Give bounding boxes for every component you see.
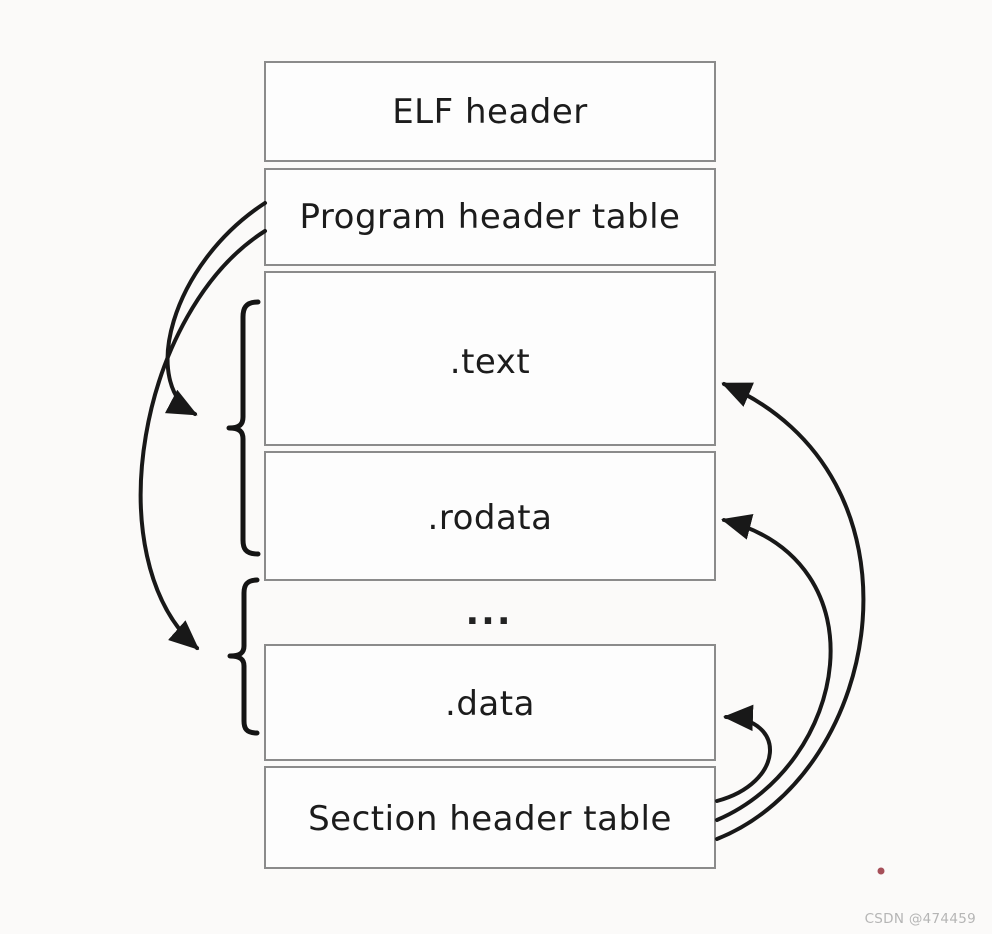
box-text-section-label: .text — [450, 342, 530, 382]
box-elf-header: ELF header — [264, 61, 716, 162]
red-dot — [877, 867, 885, 875]
box-data-section-rect — [264, 644, 716, 761]
brace-text-rodata-group — [226, 299, 261, 557]
box-rodata-section: .rodata — [264, 451, 716, 581]
arrow-section-header-to-text — [715, 382, 866, 841]
arrow-program-header-to-data — [138, 229, 267, 650]
box-program-header-table-rect — [264, 168, 716, 266]
brace-ellipsis-data-group — [227, 577, 260, 736]
box-elf-header-rect — [264, 61, 716, 162]
box-text-section: .text — [264, 271, 716, 446]
arrow-program-header-to-text-rodata — [164, 201, 267, 416]
box-section-header-table: Section header table — [264, 766, 716, 869]
watermark: CSDN @474459 — [865, 911, 976, 927]
ellipsis-label: ... — [465, 592, 512, 633]
arrow-section-header-to-rodata — [715, 514, 833, 822]
box-program-header-table-label: Program header table — [300, 197, 681, 237]
box-rodata-section-label: .rodata — [428, 498, 553, 538]
arrow-section-header-to-data — [715, 704, 772, 803]
box-text-section-rect — [264, 271, 716, 446]
box-data-section-label: .data — [445, 684, 535, 724]
box-data-section: .data — [264, 644, 716, 761]
box-program-header-table: Program header table — [264, 168, 716, 266]
box-elf-header-label: ELF header — [392, 92, 588, 132]
box-section-header-table-rect — [264, 766, 716, 869]
box-section-header-table-label: Section header table — [308, 799, 672, 839]
box-rodata-section-rect — [264, 451, 716, 581]
